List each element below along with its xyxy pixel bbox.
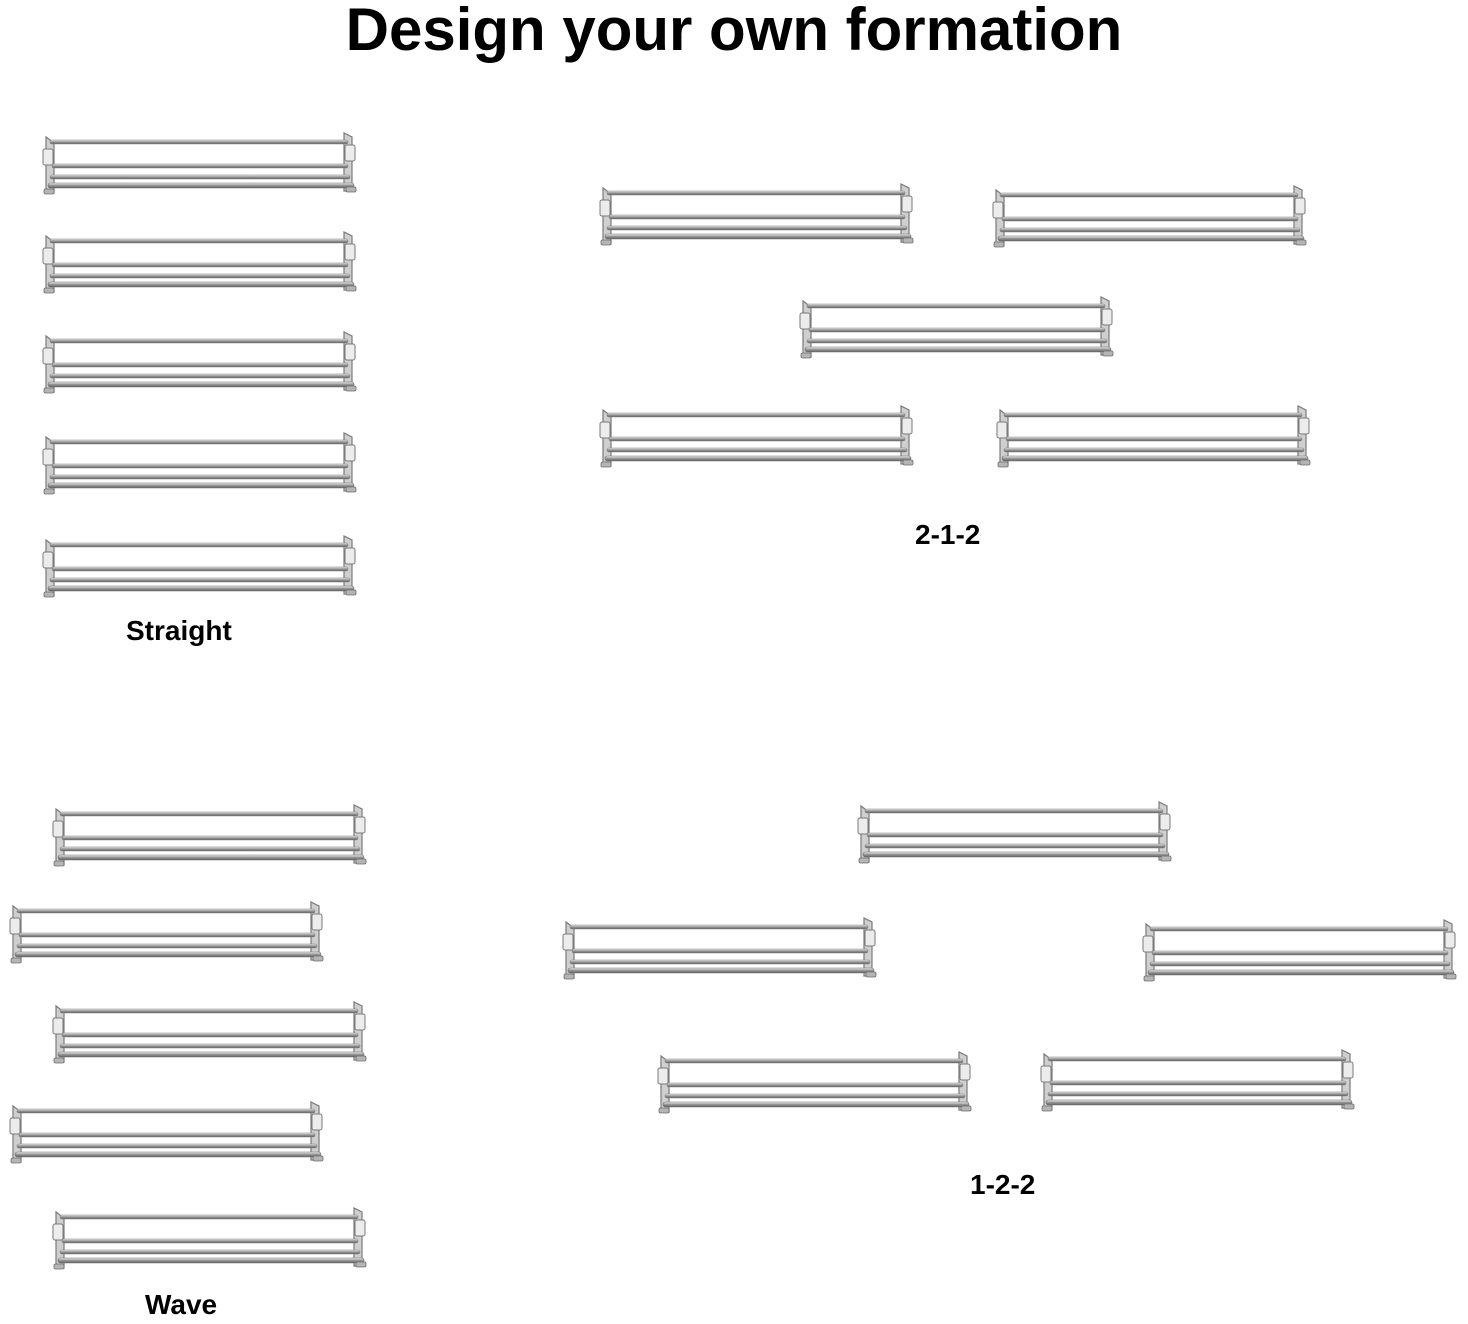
formation-label-wave: Wave [145,1290,217,1320]
page-title: Design your own formation [0,0,1468,60]
towel-rack-shelf-icon [40,534,358,600]
towel-rack-shelf-icon [797,295,1115,361]
towel-rack-shelf-icon [40,431,358,497]
towel-rack-shelf-icon [990,184,1308,250]
towel-rack-shelf-icon [560,916,878,982]
towel-rack-shelf-icon [994,404,1312,470]
towel-rack-shelf-icon [40,230,358,296]
towel-rack-shelf-icon [40,330,358,396]
towel-rack-shelf-icon [597,182,915,248]
towel-rack-shelf-icon [855,800,1173,866]
towel-rack-shelf-icon [1140,918,1458,984]
towel-rack-shelf-icon [655,1050,973,1116]
formation-label-straight: Straight [126,616,232,646]
towel-rack-shelf-icon [50,803,368,869]
formation-label-1-2-2: 1-2-2 [970,1170,1035,1200]
towel-rack-shelf-icon [50,1000,368,1066]
formation-label-2-1-2: 2-1-2 [915,520,980,550]
towel-rack-shelf-icon [1038,1048,1356,1114]
towel-rack-shelf-icon [597,404,915,470]
towel-rack-shelf-icon [50,1206,368,1272]
towel-rack-shelf-icon [7,900,325,966]
towel-rack-shelf-icon [40,131,358,197]
towel-rack-shelf-icon [7,1100,325,1166]
